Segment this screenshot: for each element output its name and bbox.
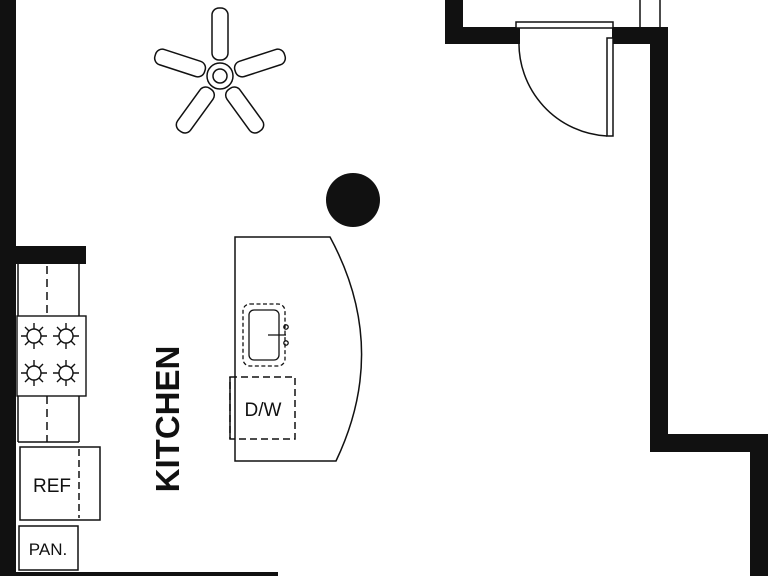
kitchen-island [234, 236, 363, 462]
wall-right-upper [650, 27, 668, 452]
room-label: KITCHEN [149, 346, 186, 493]
ceiling-fan-icon [153, 7, 287, 134]
dishwasher-label: D/W [245, 400, 282, 421]
sink-icon [242, 303, 289, 367]
refrigerator [19, 446, 101, 521]
pendant-light-icon [326, 173, 380, 227]
wall-left [0, 0, 16, 576]
dishwasher [229, 376, 296, 440]
refrigerator-label: REF [33, 476, 71, 497]
wall-counter-stub [0, 246, 86, 264]
wall-top-left-return [445, 27, 520, 44]
cooktop-burners-icon [16, 315, 87, 397]
wall-right-lower [750, 434, 768, 576]
pantry-label: PAN. [29, 540, 67, 559]
pantry [18, 525, 79, 571]
opening-lines [639, 0, 661, 27]
door-swing-icon [515, 21, 614, 137]
wall-bottom [16, 572, 278, 576]
wall-right-step [650, 434, 768, 452]
